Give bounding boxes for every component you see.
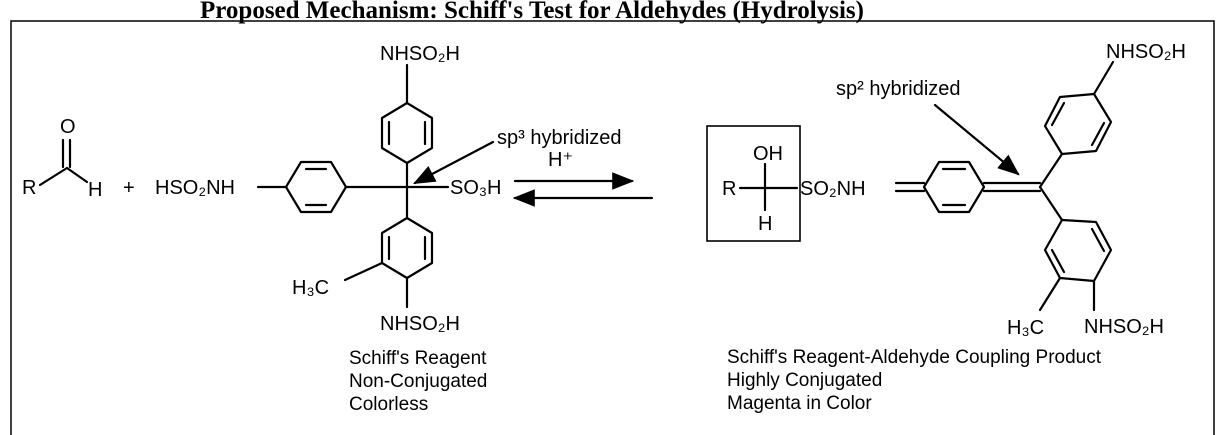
product-caption-line3: Magenta in Color: [727, 393, 872, 414]
reagent-left-nhso2h: HSO₂NH: [155, 177, 235, 199]
reagent-caption-line2: Non-Conjugated: [349, 371, 487, 392]
acid-catalyst-label: H⁺: [548, 149, 573, 171]
diagram-frame: [10, 20, 1215, 435]
plus-sign: +: [123, 177, 135, 199]
reagent-caption-line3: Colorless: [349, 394, 428, 415]
product-r: R: [722, 178, 736, 200]
product-so2nh: SO₂NH: [800, 178, 866, 200]
product-bottom-nhso2h: NHSO₂H: [1084, 316, 1164, 338]
aldehyde-structure: R O H: [22, 116, 102, 201]
aldehyde-h: H: [88, 179, 102, 201]
reagent-caption-line1: Schiff's Reagent: [349, 348, 487, 369]
page-title: Proposed Mechanism: Schiff's Test for Al…: [200, 0, 864, 24]
reagent-methyl: H₃C: [292, 277, 329, 299]
aldehyde-r: R: [22, 177, 36, 199]
title-text: Proposed Mechanism: Schiff's Test for Al…: [200, 0, 864, 24]
product-caption-line1: Schiff's Reagent-Aldehyde Coupling Produ…: [727, 347, 1102, 368]
schiff-reagent-structure: HSO₂NH SO₃H NHSO₂H NHSO₂H H₃C sp³ hybrid…: [155, 43, 622, 415]
boxed-adduct: [706, 125, 801, 242]
product-h: H: [758, 213, 772, 235]
equilibrium-arrows: H⁺: [512, 149, 654, 207]
reagent-top-nhso2h: NHSO₂H: [380, 43, 460, 65]
product-methyl: H₃C: [1007, 317, 1044, 339]
product-caption-line2: Highly Conjugated: [727, 370, 882, 391]
aldehyde-o: O: [60, 116, 76, 138]
reagent-bottom-nhso2h: NHSO₂H: [380, 313, 460, 335]
sp3-pointer-arrow: [413, 140, 495, 185]
sp2-pointer-arrow: [933, 103, 1020, 176]
product-oh: OH: [753, 143, 783, 165]
sp2-hybridized-label: sp² hybridized: [836, 78, 961, 100]
product-top-nhso2h: NHSO₂H: [1106, 41, 1186, 63]
sp3-hybridized-label: sp³ hybridized: [497, 127, 622, 149]
coupling-product-structure: R OH H SO₂NH NHSO₂H NHSO₂H H₃: [706, 41, 1186, 414]
reagent-so3h: SO₃H: [450, 177, 501, 199]
